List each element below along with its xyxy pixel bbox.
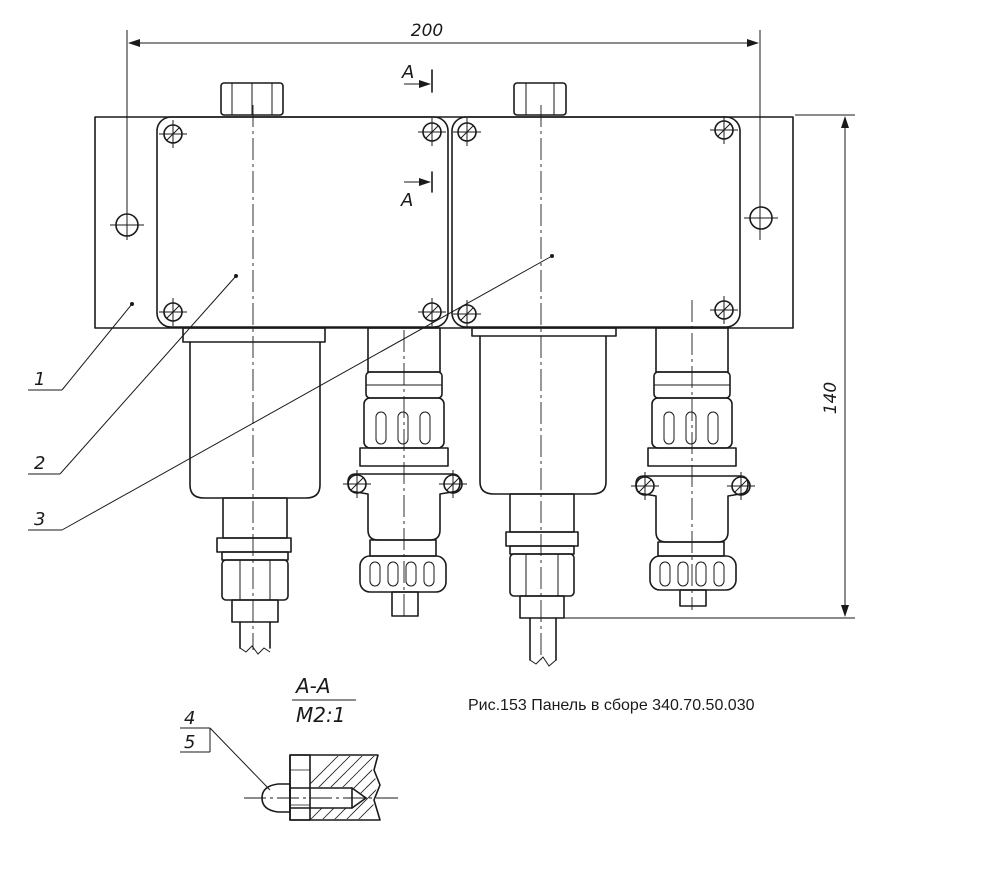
screw-icon [158,297,188,327]
callout-1-label: 1 [34,369,45,390]
width-dimension-label: 200 [411,21,443,41]
height-dimension-label: 140 [821,382,841,414]
callout-3-label: 3 [34,509,45,530]
callout-3: 3 [28,254,554,531]
figure-caption: Рис.153 Панель в сборе 340.70.50.030 [468,697,755,714]
section-view-detail [244,754,400,821]
screw-icon [452,117,482,147]
section-mark-bottom-label: A [400,190,413,211]
callout-1: 1 [28,302,134,391]
section-view-scale: M2:1 [296,703,345,727]
callout-2-label: 2 [34,453,45,474]
right-sensor-assembly [471,327,617,667]
screw-icon [158,119,188,149]
callouts-4-5: 4 5 [180,708,271,791]
section-marker-bottom: A [400,171,433,211]
right-device-housing [451,82,741,660]
panel-base-plate [94,116,794,329]
left-plug-connector [342,327,468,620]
left-sensor-assembly [182,327,326,655]
callout-4-label: 4 [184,708,195,729]
section-view-name: A-A [294,674,331,698]
section-marker-top: A [401,62,433,93]
section-mark-top-label: A [401,62,414,83]
screw-icon [417,297,447,327]
section-view-title: A-A M2:1 [292,674,356,727]
callout-2: 2 [28,274,238,475]
width-dimension: 200 [126,21,761,240]
screw-icon [709,295,739,325]
left-device-housing [156,82,449,650]
height-dimension: 140 [560,114,855,619]
right-plug-connector [630,300,756,610]
callout-5-label: 5 [184,732,195,753]
screw-icon [417,117,447,147]
